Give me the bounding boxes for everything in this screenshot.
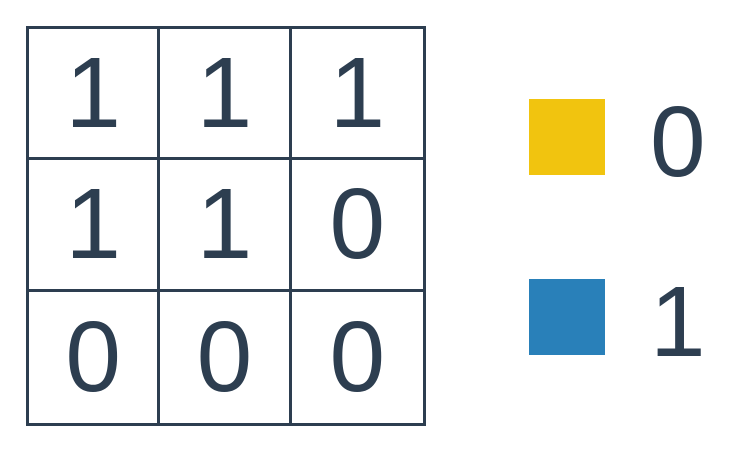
grid-cell: 0 <box>160 291 292 423</box>
grid-cell: 0 <box>329 301 386 414</box>
legend-label-1: 1 <box>650 266 706 378</box>
legend-swatch-0 <box>529 99 605 175</box>
grid-cell: 0 <box>291 160 423 292</box>
grid-cell: 1 <box>160 29 292 161</box>
grid-cell: 1 <box>291 29 423 161</box>
grid-cell: 1 <box>160 160 292 292</box>
binary-grid: 1 1 1 1 1 0 0 0 0 <box>26 26 426 426</box>
grid-cell: 0 <box>29 291 161 423</box>
legend-swatch-1 <box>529 279 605 355</box>
legend-label-0: 0 <box>650 86 706 198</box>
grid-cell: 1 <box>29 160 161 292</box>
grid-cell: 1 <box>29 29 161 161</box>
